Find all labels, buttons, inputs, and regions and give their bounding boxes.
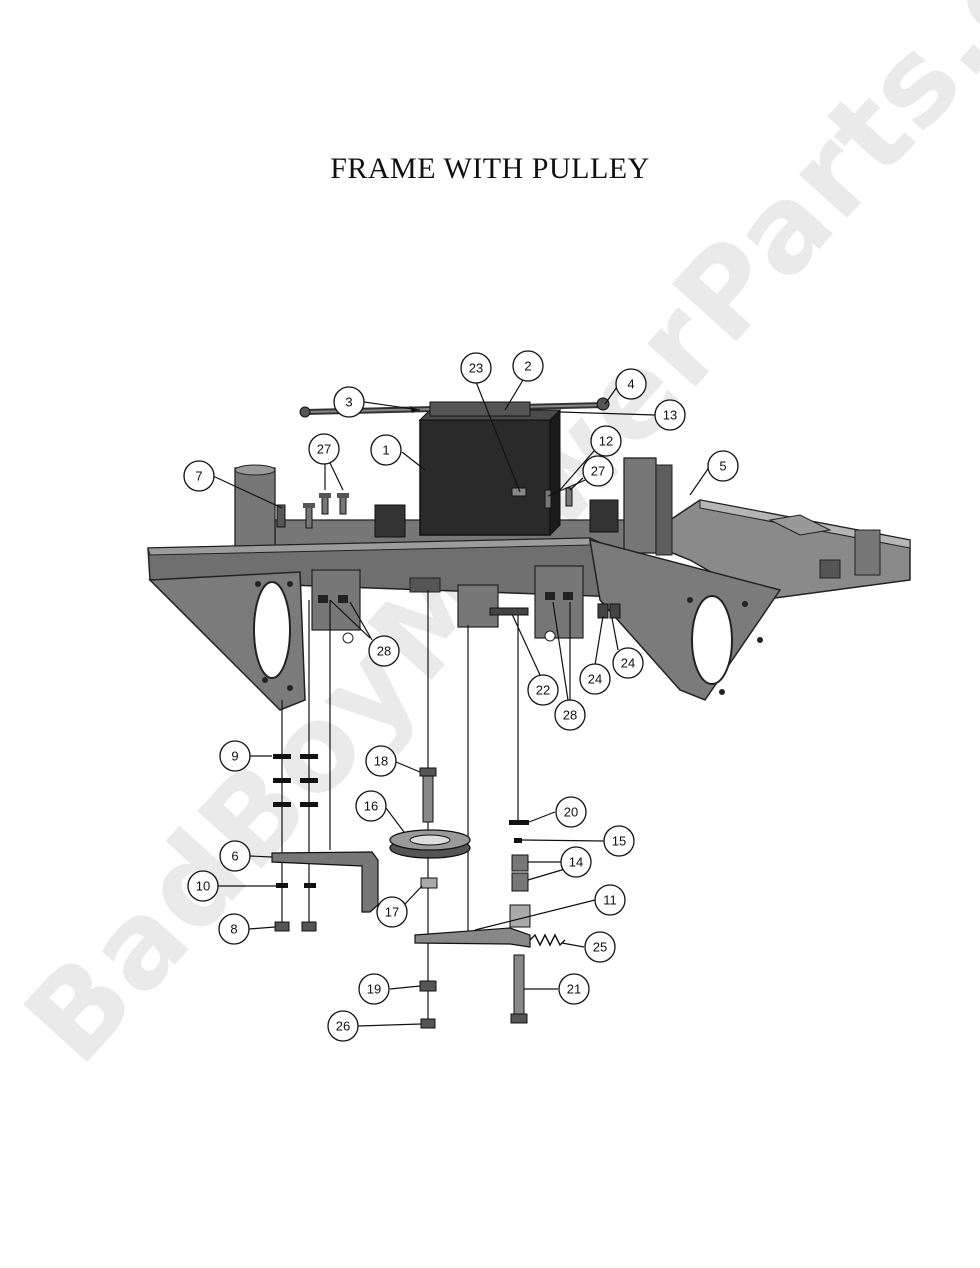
svg-text:9: 9	[231, 749, 238, 764]
svg-text:24: 24	[621, 656, 635, 671]
callout-6: 6	[219, 840, 251, 872]
callout-15: 15	[603, 825, 635, 857]
callout-25: 25	[584, 931, 616, 963]
callout-24-a: 24	[579, 663, 611, 695]
svg-text:6: 6	[231, 849, 238, 864]
callout-16: 16	[355, 790, 387, 822]
svg-text:1: 1	[382, 443, 389, 458]
callout-1: 1	[370, 434, 402, 466]
svg-text:21: 21	[567, 982, 581, 997]
svg-text:5: 5	[719, 459, 726, 474]
callout-18: 18	[365, 745, 397, 777]
callout-7: 7	[183, 460, 215, 492]
svg-text:19: 19	[367, 982, 381, 997]
callout-24-b: 24	[612, 647, 644, 679]
callout-19: 19	[358, 973, 390, 1005]
svg-text:11: 11	[603, 893, 617, 908]
svg-text:12: 12	[599, 434, 613, 449]
exploded-parts	[271, 754, 566, 1029]
svg-text:27: 27	[317, 442, 331, 457]
svg-text:10: 10	[196, 879, 210, 894]
svg-text:4: 4	[627, 377, 634, 392]
callout-10: 10	[187, 870, 219, 902]
leader-lines	[212, 379, 711, 1027]
callout-22: 22	[527, 674, 559, 706]
svg-text:27: 27	[591, 464, 605, 479]
callout-2: 2	[512, 350, 544, 382]
svg-text:17: 17	[385, 905, 399, 920]
svg-text:25: 25	[593, 940, 607, 955]
callout-23: 23	[460, 352, 492, 384]
callout-9: 9	[219, 740, 251, 772]
svg-text:26: 26	[336, 1019, 350, 1034]
svg-text:8: 8	[230, 922, 237, 937]
svg-text:15: 15	[612, 834, 626, 849]
callout-17: 17	[376, 896, 408, 928]
callout-20: 20	[555, 796, 587, 828]
callout-28-b: 28	[554, 699, 586, 731]
svg-text:24: 24	[588, 672, 602, 687]
callout-27-a: 27	[308, 433, 340, 465]
svg-text:28: 28	[563, 708, 577, 723]
svg-text:14: 14	[569, 855, 583, 870]
mower-frame	[147, 397, 911, 711]
callout-8: 8	[218, 913, 250, 945]
svg-text:28: 28	[377, 644, 391, 659]
callout-5: 5	[707, 450, 739, 482]
svg-text:22: 22	[536, 683, 550, 698]
svg-text:7: 7	[195, 469, 202, 484]
svg-text:3: 3	[345, 395, 352, 410]
callout-13: 13	[654, 399, 686, 431]
callout-11: 11	[594, 884, 626, 916]
callout-14: 14	[560, 846, 592, 878]
svg-text:20: 20	[564, 805, 578, 820]
svg-text:2: 2	[524, 359, 531, 374]
callout-12: 12	[590, 425, 622, 457]
callout-4: 4	[615, 368, 647, 400]
callout-27-b: 27	[582, 455, 614, 487]
callout-28-a: 28	[368, 635, 400, 667]
callout-3: 3	[333, 386, 365, 418]
svg-text:23: 23	[469, 361, 483, 376]
svg-text:16: 16	[364, 799, 378, 814]
callout-21: 21	[558, 973, 590, 1005]
callout-26: 26	[327, 1010, 359, 1042]
svg-text:13: 13	[663, 408, 677, 423]
page-title: FRAME WITH PULLEY	[330, 152, 650, 185]
svg-text:18: 18	[374, 754, 388, 769]
